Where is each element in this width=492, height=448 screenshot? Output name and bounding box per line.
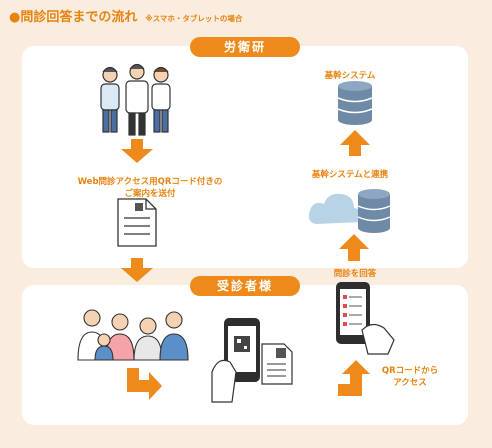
database-icon bbox=[337, 81, 373, 125]
staff-group-icon bbox=[100, 63, 171, 136]
patient-label: 受診者様 bbox=[190, 276, 300, 296]
phone-qr-icon bbox=[211, 318, 293, 403]
qr-access-label: QRコードから アクセス bbox=[360, 365, 460, 389]
family-group-icon bbox=[77, 309, 189, 361]
database-icon bbox=[357, 189, 391, 233]
phone-survey-icon bbox=[336, 282, 395, 355]
flow-title: ●問診回答までの流れ ※スマホ・タブレットの場合 bbox=[9, 6, 242, 25]
arrow-icon bbox=[339, 234, 369, 261]
arrow-icon bbox=[340, 130, 370, 156]
qr-access-line2: アクセス bbox=[393, 378, 427, 388]
send-guide-line1: Web問診アクセス用QRコード付きの bbox=[77, 177, 223, 187]
qr-access-line1: QRコードから bbox=[381, 366, 439, 376]
page-title: ●問診回答までの流れ bbox=[9, 10, 138, 25]
answer-label: 問診を回答 bbox=[333, 269, 377, 279]
arrow-icon bbox=[127, 368, 162, 400]
arrow-icon bbox=[338, 360, 370, 396]
core-system-label: 基幹システム bbox=[324, 71, 376, 81]
send-guide-label: Web問診アクセス用QRコード付きの ご案内を送付 bbox=[62, 176, 238, 200]
arrow-icon bbox=[121, 139, 153, 163]
cloud-icon bbox=[308, 193, 363, 224]
institute-label: 労衛研 bbox=[190, 37, 300, 57]
system-link-label: 基幹システムと連携 bbox=[311, 170, 389, 180]
document-icon bbox=[117, 198, 157, 247]
arrow-icon bbox=[121, 258, 153, 282]
title-note: ※スマホ・タブレットの場合 bbox=[145, 14, 243, 23]
institute-panel bbox=[22, 46, 468, 268]
send-guide-line2: ご案内を送付 bbox=[124, 189, 176, 199]
